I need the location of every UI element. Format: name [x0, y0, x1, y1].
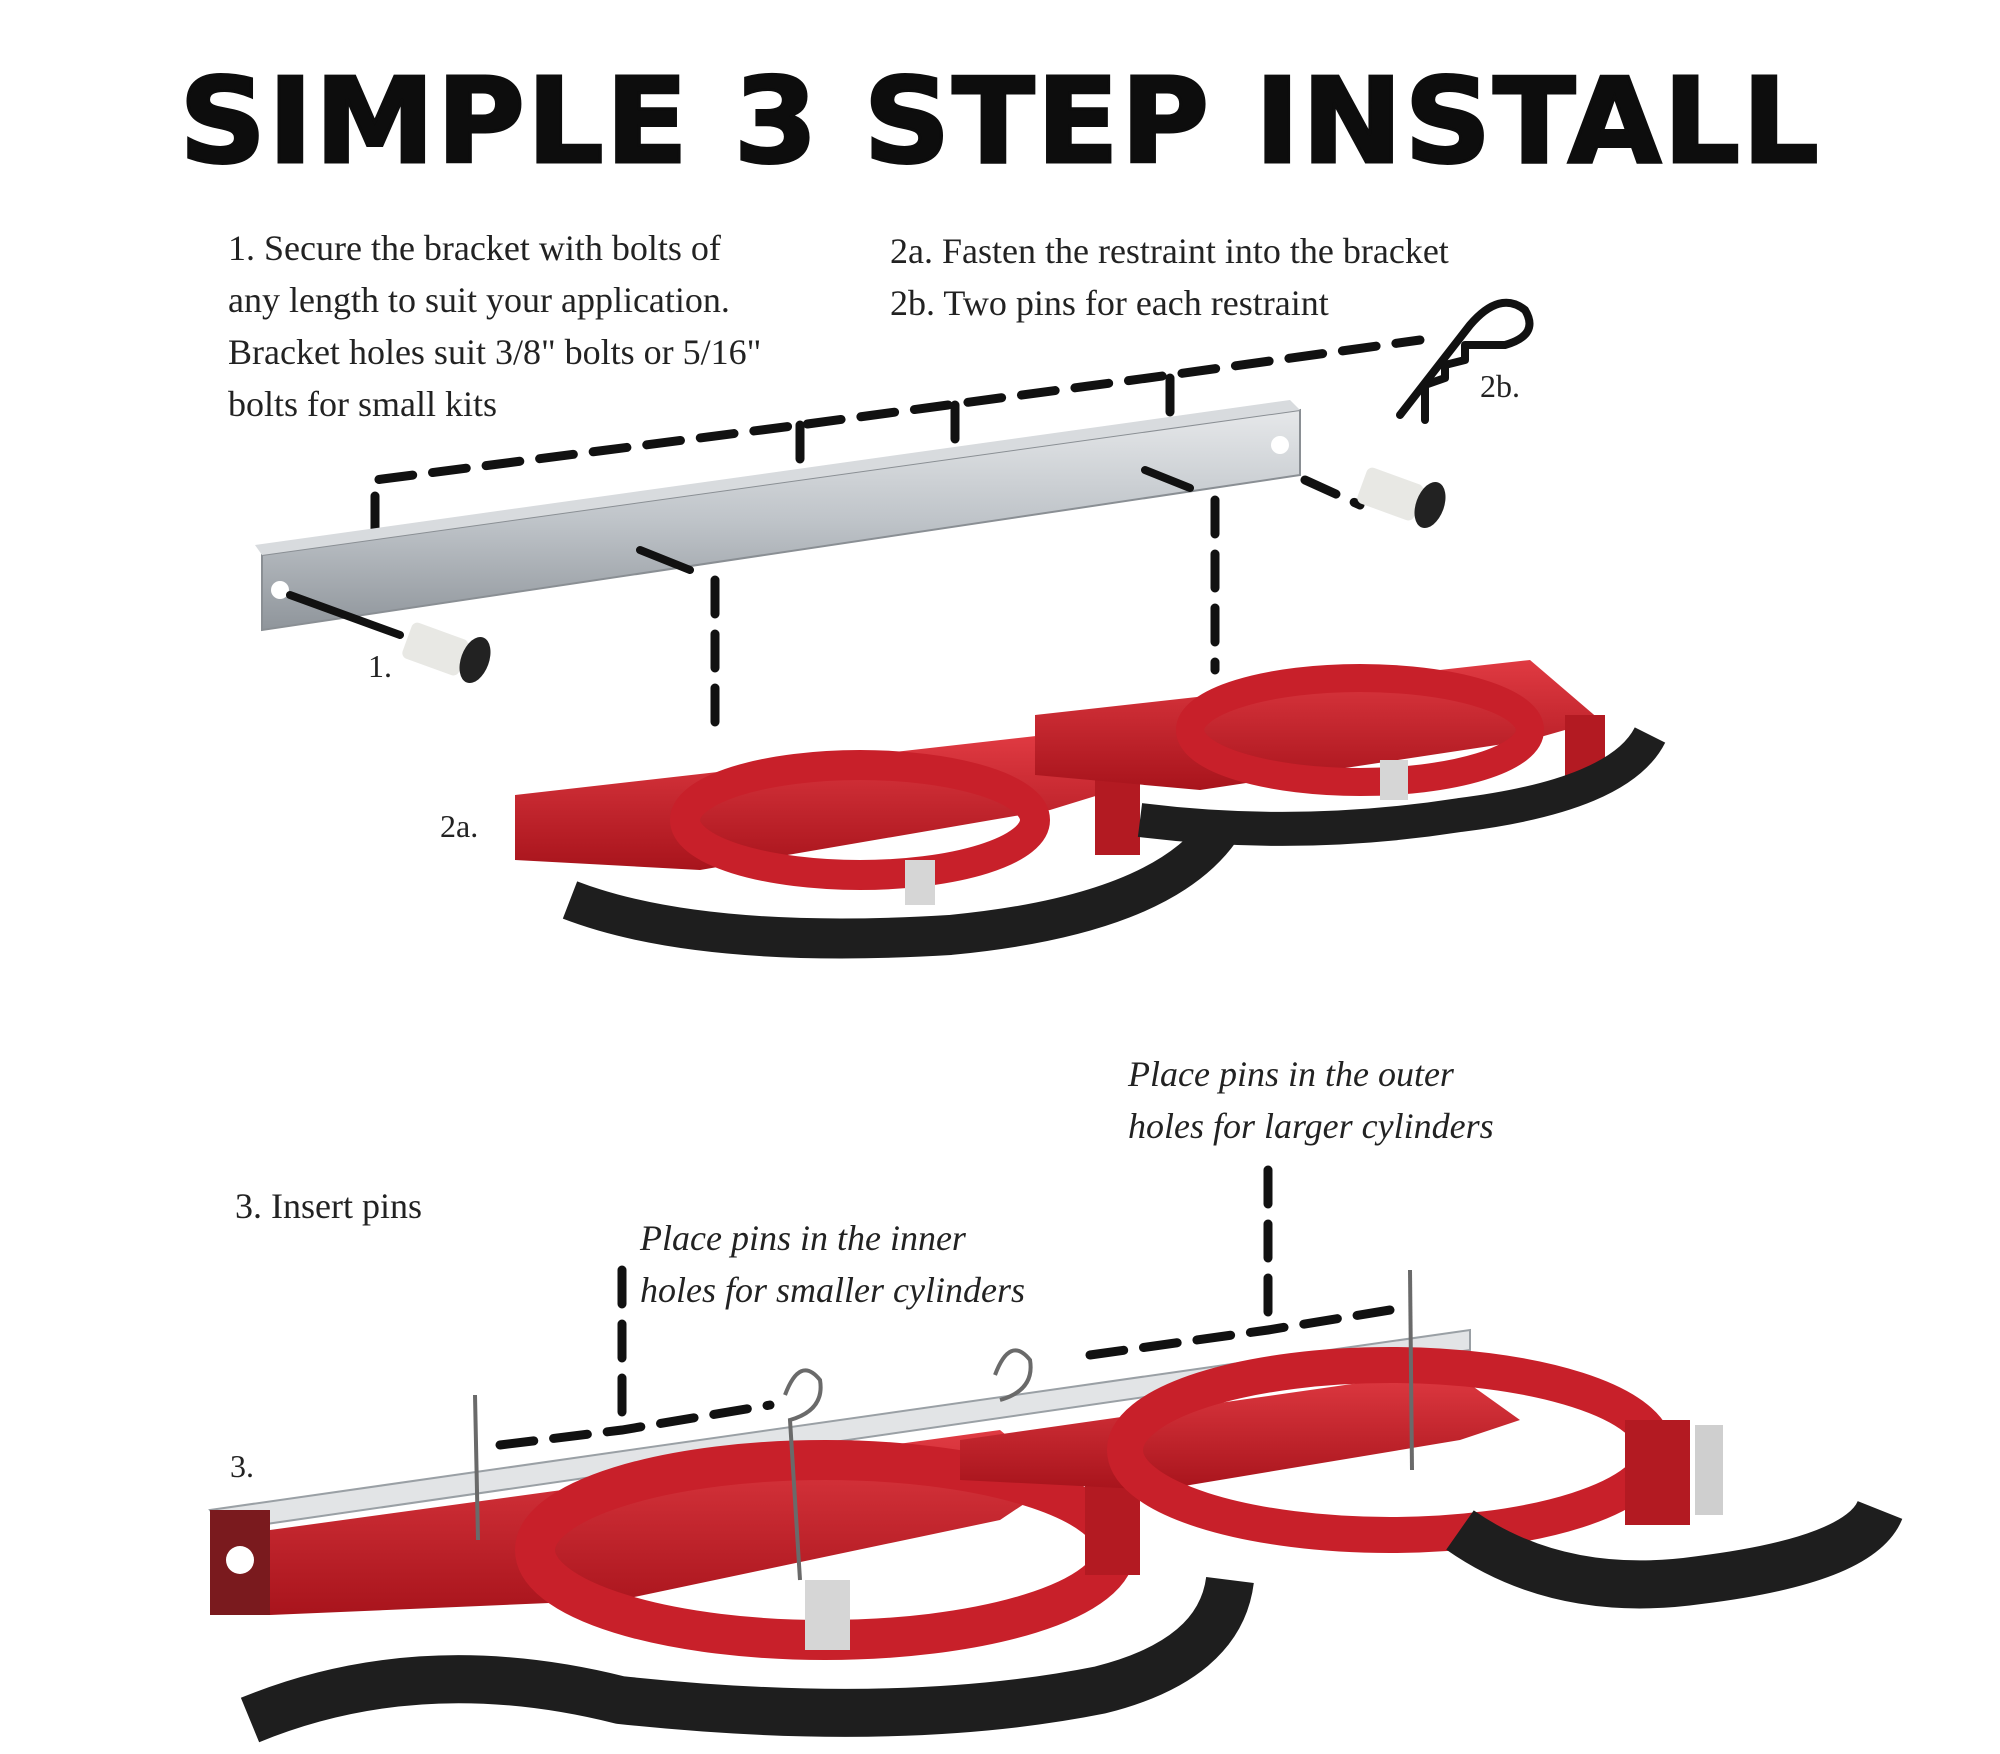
- r-clip-pin-icon: [1396, 298, 1534, 424]
- step1-line: bolts for small kits: [228, 384, 497, 424]
- page-title: SIMPLE 3 STEP INSTALL: [178, 51, 1821, 192]
- step3-heading: 3. Insert pins: [235, 1186, 422, 1226]
- bolt-icon: [402, 622, 491, 684]
- outer-holes-note: Place pins in the outer holes for larger…: [1128, 1048, 1494, 1152]
- restraint-icon: [515, 735, 1237, 959]
- step1-line: Bracket holes suit 3/8" bolts or 5/16": [228, 332, 762, 372]
- step2b-marker: 2b.: [1480, 368, 1520, 404]
- outer-note-line: Place pins in the outer: [1128, 1054, 1454, 1094]
- step1-line: 1. Secure the bracket with bolts of: [228, 228, 721, 268]
- bracket-icon: [255, 400, 1301, 632]
- bolt-icon: [1357, 467, 1446, 529]
- step2-line: 2a. Fasten the restraint into the bracke…: [890, 231, 1449, 271]
- step2-line: 2b. Two pins for each restraint: [890, 283, 1329, 323]
- inner-holes-note: Place pins in the inner holes for smalle…: [640, 1212, 1025, 1316]
- step1-marker: 1.: [368, 648, 392, 684]
- inner-note-line: holes for smaller cylinders: [640, 1270, 1025, 1310]
- step3-marker: 3.: [230, 1448, 254, 1484]
- outer-note-line: holes for larger cylinders: [1128, 1106, 1494, 1146]
- restraint-icon: [1035, 660, 1666, 846]
- inner-note-line: Place pins in the inner: [640, 1218, 966, 1258]
- assembled-bracket-icon: [208, 1269, 1903, 1743]
- step2a-marker: 2a.: [440, 808, 479, 844]
- step1-text: 1. Secure the bracket with bolts of any …: [228, 222, 761, 430]
- step2-text: 2a. Fasten the restraint into the bracke…: [890, 225, 1449, 329]
- dashed-guide-lines-bottom: [495, 1165, 1395, 1450]
- dashed-guide-lines-top: [370, 335, 1425, 745]
- bolt-arrows: [286, 466, 1194, 639]
- step1-line: any length to suit your application.: [228, 280, 730, 320]
